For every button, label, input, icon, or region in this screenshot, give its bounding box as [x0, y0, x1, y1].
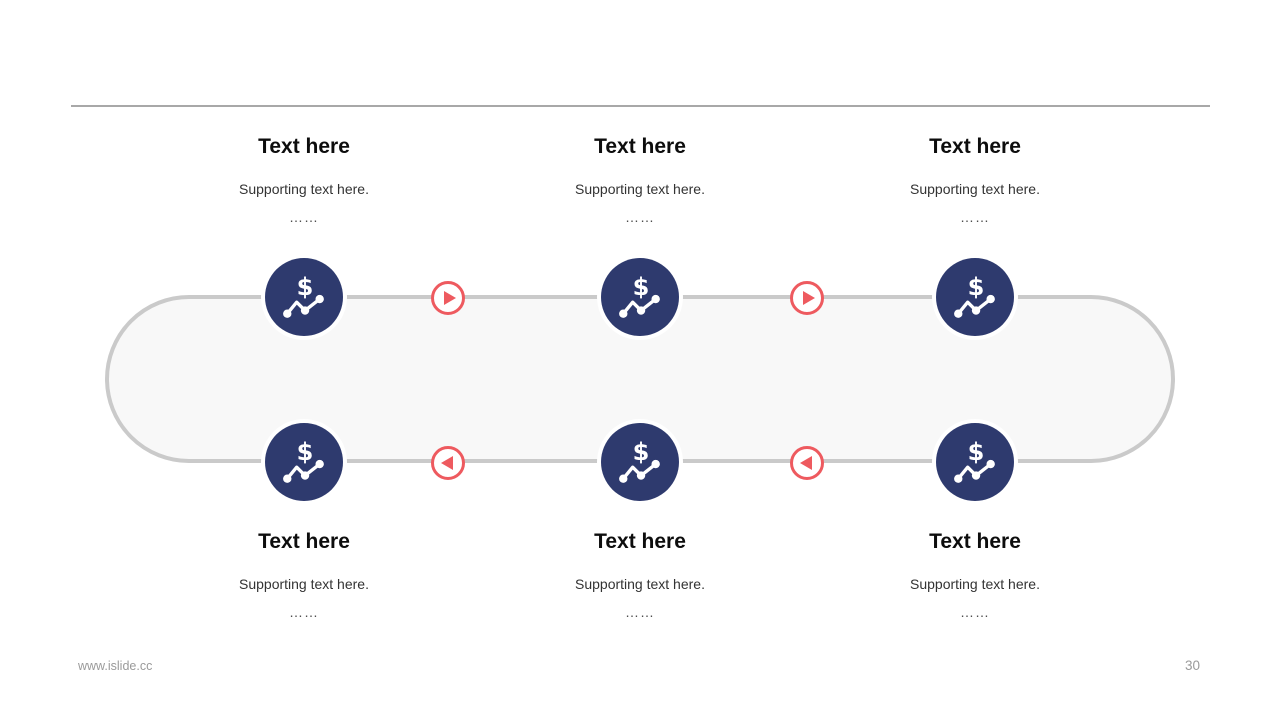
dollar-trend-icon: $ — [283, 274, 325, 320]
svg-text:$: $ — [633, 439, 650, 466]
header-divider — [71, 105, 1210, 107]
dollar-trend-icon: $ — [954, 439, 996, 485]
block-title: Text here — [929, 135, 1021, 158]
footer-site-url: www.islide.cc — [78, 659, 153, 673]
block-title: Text here — [929, 530, 1021, 553]
dollar-trend-icon: $ — [619, 439, 661, 485]
process-node: $ — [936, 423, 1014, 501]
process-node: $ — [265, 258, 343, 336]
backward-arrow-button[interactable] — [790, 446, 824, 480]
block-title: Text here — [594, 135, 686, 158]
page-number: 30 — [1184, 658, 1200, 673]
block-supporting-text: Supporting text here. — [239, 576, 369, 592]
text-block-bottom-3: Text here Supporting text here. …… — [825, 529, 1125, 620]
svg-text:$: $ — [968, 274, 985, 301]
dollar-trend-icon: $ — [954, 274, 996, 320]
block-ellipsis: …… — [960, 604, 990, 620]
block-supporting-text: Supporting text here. — [575, 576, 705, 592]
block-ellipsis: …… — [289, 604, 319, 620]
play-backward-icon — [799, 456, 812, 470]
block-ellipsis: …… — [960, 209, 990, 225]
text-block-top-2: Text here Supporting text here. …… — [490, 134, 790, 225]
svg-text:$: $ — [633, 274, 650, 301]
process-node: $ — [601, 423, 679, 501]
block-ellipsis: …… — [625, 209, 655, 225]
text-block-bottom-1: Text here Supporting text here. …… — [154, 529, 454, 620]
block-supporting-text: Supporting text here. — [575, 181, 705, 197]
play-backward-icon — [440, 456, 453, 470]
play-forward-icon — [443, 291, 456, 305]
text-block-bottom-2: Text here Supporting text here. …… — [490, 529, 790, 620]
block-title: Text here — [258, 530, 350, 553]
process-node: $ — [601, 258, 679, 336]
block-supporting-text: Supporting text here. — [239, 181, 369, 197]
svg-text:$: $ — [297, 439, 314, 466]
dollar-trend-icon: $ — [619, 274, 661, 320]
block-supporting-text: Supporting text here. — [910, 576, 1040, 592]
block-supporting-text: Supporting text here. — [910, 181, 1040, 197]
svg-text:$: $ — [297, 274, 314, 301]
text-block-top-3: Text here Supporting text here. …… — [825, 134, 1125, 225]
process-node: $ — [265, 423, 343, 501]
svg-text:$: $ — [968, 439, 985, 466]
process-node: $ — [936, 258, 1014, 336]
block-ellipsis: …… — [625, 604, 655, 620]
forward-arrow-button[interactable] — [790, 281, 824, 315]
forward-arrow-button[interactable] — [431, 281, 465, 315]
backward-arrow-button[interactable] — [431, 446, 465, 480]
text-block-top-1: Text here Supporting text here. …… — [154, 134, 454, 225]
block-title: Text here — [594, 530, 686, 553]
block-ellipsis: …… — [289, 209, 319, 225]
dollar-trend-icon: $ — [283, 439, 325, 485]
play-forward-icon — [802, 291, 815, 305]
block-title: Text here — [258, 135, 350, 158]
